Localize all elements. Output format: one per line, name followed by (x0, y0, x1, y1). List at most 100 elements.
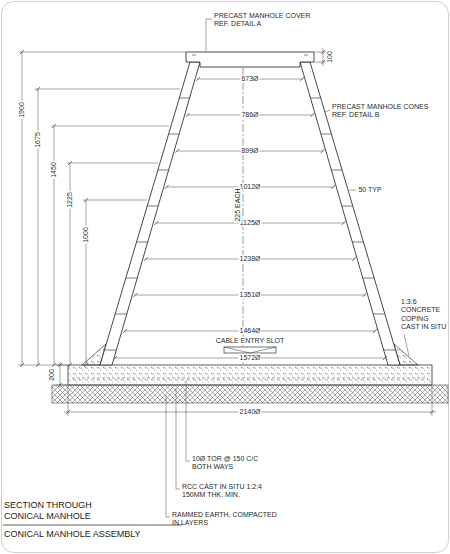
dimension-tick (196, 77, 200, 81)
dimension-tick (321, 149, 325, 153)
dimension-tick (154, 221, 158, 225)
dimension-tick (68, 161, 72, 165)
cone-joint (158, 170, 169, 171)
title-underline (3, 525, 182, 526)
dimension-tick (430, 410, 434, 414)
cable-entry-slot (224, 347, 276, 353)
dimension-label: 1225 (66, 191, 74, 209)
cover-detail (192, 55, 196, 56)
dimension-label: 1000 (82, 226, 90, 244)
dimension-tick (113, 356, 117, 360)
leader-line (349, 190, 356, 191)
dimension-tick (133, 293, 137, 297)
dimension-line (323, 48, 324, 66)
dimension-tick (331, 185, 335, 189)
cone-joint (147, 206, 158, 207)
dimension-tick (342, 221, 346, 225)
diameter-label: 899Ø (240, 147, 259, 155)
height-dimension-line (86, 200, 87, 365)
cone-joint (373, 314, 385, 315)
dimension-tick (300, 77, 304, 81)
drawing-caption: CONICAL MANHOLE ASSEMBLY (4, 529, 141, 540)
dimension-line (60, 362, 61, 388)
dimension-tick (52, 124, 56, 128)
manhole-cover (186, 52, 314, 67)
callout-text: RCC CAST IN SITU 1:2:4 150MM THK. MIN. (182, 483, 282, 500)
dimension-label: 1675 (34, 131, 42, 149)
cone-joint (321, 134, 332, 135)
dimension-label: 100 (326, 50, 334, 64)
extension-line (315, 62, 326, 63)
dimension-tick (144, 257, 148, 261)
cover-detail (304, 55, 308, 56)
cone-joint (384, 350, 396, 351)
leader-line (176, 388, 180, 489)
cone-joint (352, 242, 363, 243)
cone-joint (169, 134, 180, 135)
dimension-tick (363, 293, 367, 297)
dimension-tick (58, 363, 62, 367)
leader-line (404, 334, 409, 356)
cone-wall (100, 62, 200, 365)
cone-joint (104, 350, 116, 351)
dimension-label: 225 EACH (234, 187, 242, 222)
leader-line (206, 19, 212, 51)
cone-joint (179, 98, 189, 99)
dimension-tick (84, 198, 88, 202)
leader-line (166, 395, 170, 517)
cone-joint (342, 206, 353, 207)
cone-joint (331, 170, 342, 171)
callout-text: 10Ø TOR @ 150 C/C BOTH WAYS (192, 455, 272, 472)
rammed-earth (52, 385, 448, 403)
callout-text: CABLE ENTRY SLOT (215, 337, 286, 345)
drawing-title: SECTION THROUGH CONICAL MANHOLE (4, 500, 114, 522)
cone-joint (310, 98, 320, 99)
cone-joint (137, 242, 148, 243)
dimension-tick (84, 363, 88, 367)
extension-line (315, 52, 326, 53)
dimension-tick (352, 257, 356, 261)
dimension-tick (175, 149, 179, 153)
dimension-tick (383, 356, 387, 360)
reinforcement (72, 378, 428, 379)
leader-line (186, 380, 190, 461)
diameter-label: 1238Ø (238, 255, 261, 263)
extension-line (83, 200, 147, 201)
dimension-tick (123, 329, 127, 333)
cone-joint (126, 278, 138, 279)
diameter-label: 1572Ø (238, 354, 261, 362)
cone-joint (363, 278, 375, 279)
dimension-tick (20, 50, 24, 54)
extension-line (67, 163, 158, 164)
cable-entry-slot (224, 347, 276, 353)
dimension-tick (321, 60, 325, 64)
dimension-label: 2140Ø (238, 408, 261, 416)
diameter-label: 786Ø (240, 111, 259, 119)
callout-text: 1:3:6 CONCRETE COPING CAST IN SITU (401, 298, 447, 332)
dimension-tick (310, 113, 314, 117)
leader-line (325, 110, 330, 112)
dimension-label: 50 TYP (357, 186, 382, 194)
callout-text: RAMMED EARTH, COMPACTED IN LAYERS (172, 511, 282, 528)
callout-text: PRECAST MANHOLE CONES REF. DETAIL B (332, 103, 442, 120)
extension-line (19, 52, 186, 53)
height-dimension-line (22, 52, 23, 365)
dimension-tick (68, 363, 72, 367)
dimension-label: 200 (48, 368, 56, 382)
dimension-tick (186, 113, 190, 117)
diameter-label: 1464Ø (238, 327, 261, 335)
dimension-tick (373, 329, 377, 333)
callout-text: PRECAST MANHOLE COVER REF. DETAIL A (214, 12, 324, 29)
diameter-label: 673Ø (240, 75, 259, 83)
extension-line (56, 385, 68, 386)
dimension-label: 1900 (18, 101, 26, 119)
dimension-label: 1450 (50, 161, 58, 179)
cone-joint (115, 314, 127, 315)
dimension-tick (36, 87, 40, 91)
diameter-label: 1351Ø (238, 291, 261, 299)
dimension-tick (321, 50, 325, 54)
dimension-tick (165, 185, 169, 189)
